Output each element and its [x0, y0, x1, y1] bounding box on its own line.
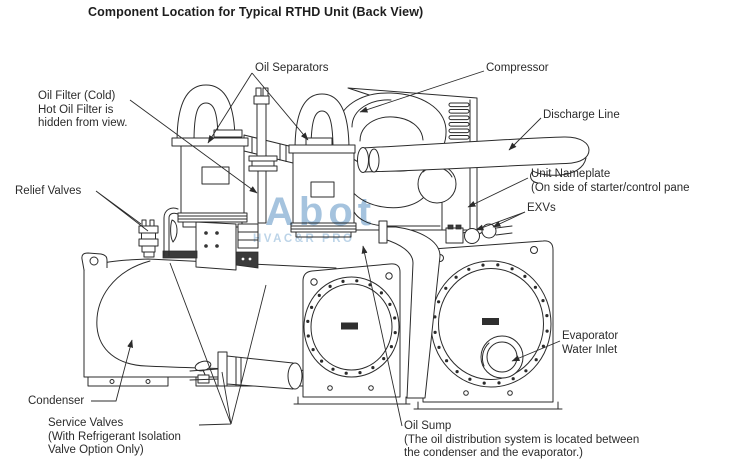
label-oil-filter: Oil Filter (Cold) Hot Oil Filter is hidd… [38, 90, 128, 129]
label-exvs: EXVs [527, 202, 556, 214]
exv-drawing [446, 224, 512, 244]
label-oil-sump: Oil Sump (The oil distribution system is… [404, 420, 640, 459]
oil-separators-drawing [163, 85, 356, 270]
label-service-valves: Service Valves (With Refrigerant Isolati… [48, 417, 181, 456]
label-discharge-line: Discharge Line [543, 109, 620, 121]
bolt-circle [306, 279, 397, 375]
bolt-circle [433, 263, 549, 385]
label-oil-separators: Oil Separators [255, 62, 329, 74]
label-compressor: Compressor [486, 62, 549, 74]
discharge-line-drawing [358, 137, 590, 183]
relief-valves-drawing [139, 208, 178, 257]
label-relief-valves: Relief Valves [15, 185, 82, 197]
water-inlet-drawing [481, 336, 523, 378]
evaporator-right-head-drawing [414, 241, 562, 409]
label-condenser: Condenser [28, 395, 85, 407]
leader-lines [91, 71, 560, 426]
label-evaporator-water-inlet: Evaporator Water Inlet [562, 330, 619, 356]
piping-drawing [190, 221, 440, 398]
label-unit-nameplate: Unit Nameplate (On side of starter/contr… [531, 168, 690, 194]
figure-title: Component Location for Typical RTHD Unit… [88, 5, 424, 19]
vent-slots [449, 103, 469, 139]
